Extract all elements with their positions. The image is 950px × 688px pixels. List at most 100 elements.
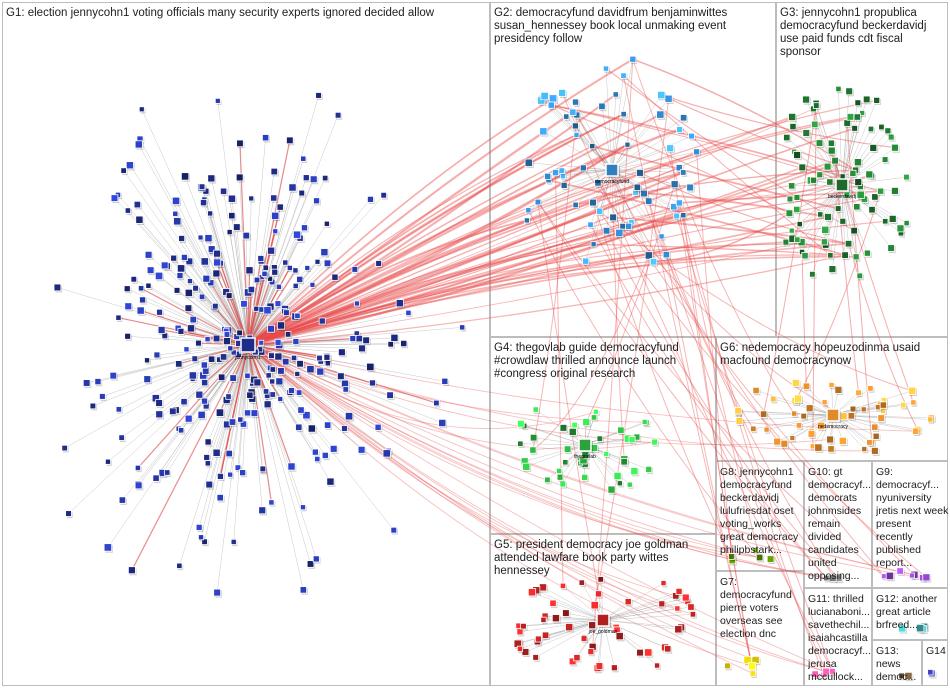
inter-group-edge bbox=[247, 113, 661, 346]
node bbox=[195, 339, 202, 347]
inter-group-edge bbox=[532, 255, 650, 451]
node bbox=[286, 136, 294, 145]
group-panel-g5 bbox=[490, 534, 716, 686]
node bbox=[120, 167, 127, 174]
node bbox=[597, 576, 604, 583]
edge bbox=[536, 590, 604, 621]
edge bbox=[605, 68, 613, 171]
node bbox=[154, 271, 164, 281]
node bbox=[612, 91, 619, 98]
edge bbox=[601, 106, 613, 171]
edge bbox=[796, 184, 843, 210]
node bbox=[563, 113, 570, 120]
node bbox=[375, 260, 383, 267]
inter-group-edge bbox=[794, 191, 882, 402]
node bbox=[342, 386, 349, 393]
node bbox=[189, 315, 197, 324]
edge bbox=[611, 151, 697, 171]
group-label-g1: G1: election jennycohn1 voting officials… bbox=[6, 7, 435, 19]
node bbox=[794, 394, 803, 403]
edge bbox=[247, 187, 293, 346]
node bbox=[849, 405, 857, 413]
node bbox=[686, 183, 694, 192]
node bbox=[351, 266, 359, 273]
edge bbox=[611, 94, 662, 171]
node bbox=[144, 250, 153, 259]
inter-group-edge bbox=[247, 143, 628, 346]
edge bbox=[242, 344, 249, 473]
node bbox=[624, 141, 631, 148]
node bbox=[53, 283, 62, 292]
node bbox=[134, 464, 141, 471]
node bbox=[800, 412, 808, 420]
inter-group-edge bbox=[247, 192, 645, 346]
node bbox=[198, 183, 206, 191]
node bbox=[276, 321, 286, 330]
node bbox=[296, 275, 304, 283]
node bbox=[868, 206, 876, 214]
group-panel-g8 bbox=[716, 461, 804, 571]
node bbox=[263, 306, 272, 315]
edge bbox=[247, 344, 263, 511]
edge bbox=[247, 344, 251, 396]
node bbox=[216, 494, 224, 502]
node bbox=[750, 425, 757, 432]
node bbox=[521, 648, 530, 656]
edge bbox=[825, 184, 843, 230]
node bbox=[369, 379, 376, 387]
node bbox=[827, 252, 834, 259]
node bbox=[386, 391, 394, 399]
node bbox=[763, 426, 770, 433]
node bbox=[299, 586, 308, 594]
node bbox=[735, 417, 744, 425]
group-panel-g2 bbox=[490, 2, 776, 337]
node bbox=[355, 334, 363, 343]
node bbox=[658, 600, 666, 608]
inter-group-edge bbox=[247, 344, 831, 446]
node bbox=[588, 621, 597, 630]
node bbox=[309, 175, 318, 184]
node bbox=[793, 205, 801, 214]
edge bbox=[216, 344, 249, 593]
inter-group-edge bbox=[661, 236, 754, 430]
node bbox=[544, 172, 552, 180]
node bbox=[728, 553, 735, 560]
inter-group-edge bbox=[594, 98, 670, 606]
inter-group-edge bbox=[247, 171, 684, 347]
node bbox=[212, 448, 221, 457]
group-label-g13: G13: news democ... bbox=[876, 645, 917, 683]
node bbox=[274, 352, 283, 361]
node bbox=[629, 55, 637, 63]
node bbox=[578, 579, 585, 586]
edge bbox=[129, 165, 249, 346]
node bbox=[226, 229, 233, 236]
edge bbox=[611, 94, 617, 171]
node bbox=[645, 465, 653, 473]
node bbox=[636, 648, 644, 657]
node bbox=[794, 236, 801, 243]
inter-group-edge bbox=[682, 215, 754, 674]
node bbox=[324, 421, 332, 429]
node bbox=[529, 433, 538, 442]
edge bbox=[247, 344, 394, 531]
edge bbox=[611, 169, 684, 173]
node bbox=[318, 317, 326, 325]
node bbox=[89, 402, 97, 410]
node bbox=[200, 257, 209, 266]
node bbox=[788, 227, 795, 234]
node bbox=[300, 155, 307, 162]
node bbox=[556, 467, 563, 474]
node bbox=[349, 335, 357, 342]
node bbox=[624, 598, 632, 606]
node bbox=[826, 435, 834, 444]
inter-group-edge bbox=[678, 202, 761, 558]
node bbox=[734, 407, 742, 415]
node bbox=[766, 555, 775, 563]
edge bbox=[68, 344, 249, 514]
edge bbox=[611, 169, 667, 255]
node bbox=[853, 203, 861, 211]
edge bbox=[523, 619, 604, 627]
node bbox=[316, 367, 325, 376]
inter-group-edge bbox=[247, 344, 678, 609]
